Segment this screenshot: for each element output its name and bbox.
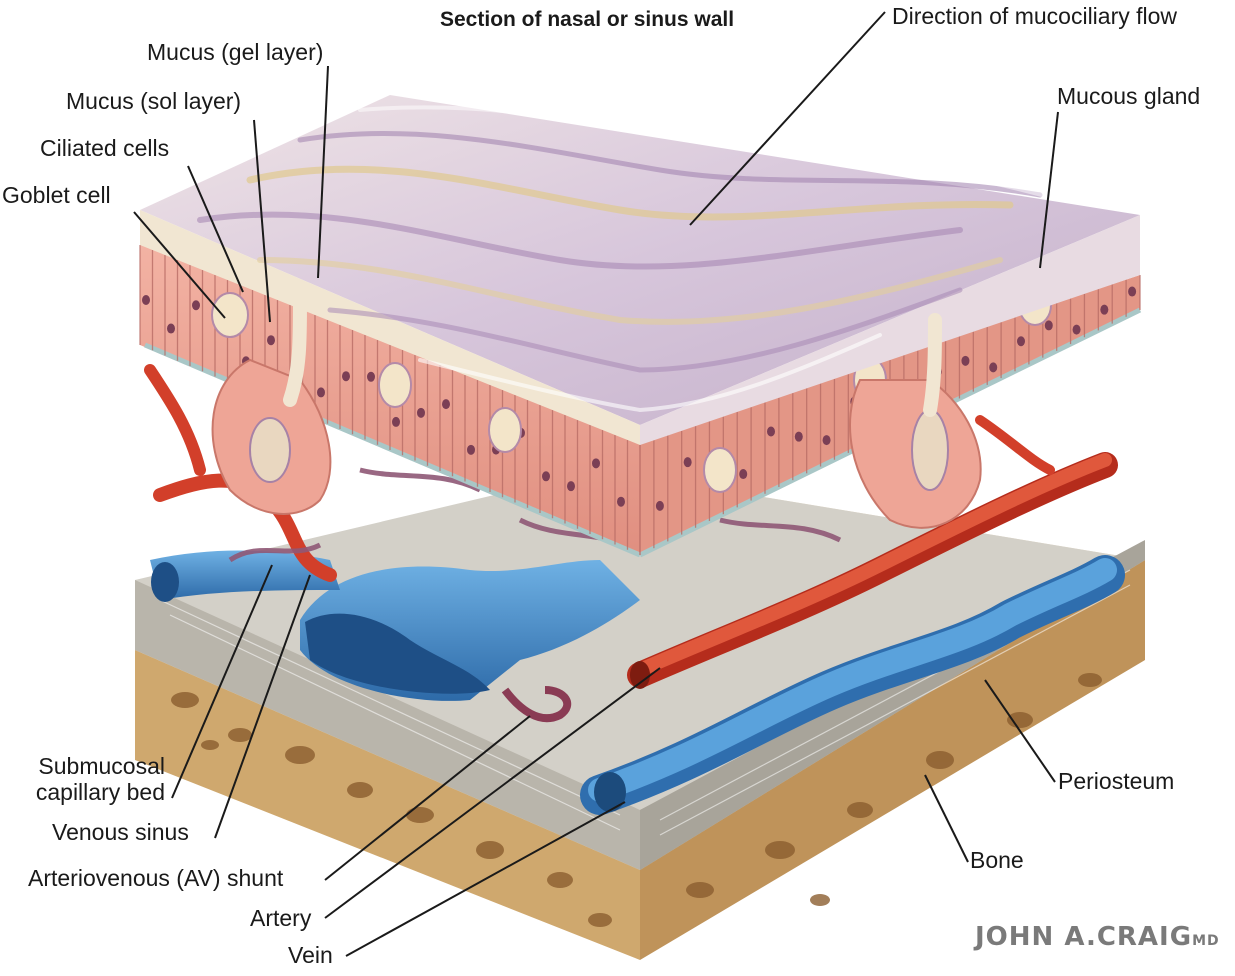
label-av-shunt: Arteriovenous (AV) shunt: [28, 865, 284, 891]
label-submucosal-capillary-bed: Submucosal capillary bed: [10, 753, 165, 806]
cell-nucleus: [317, 387, 325, 398]
label-mucus-sol-layer: Mucus (sol layer): [66, 88, 242, 114]
cell-nucleus: [739, 469, 748, 480]
label-ciliated-cells: Ciliated cells: [40, 135, 170, 161]
mucous-glands: [211, 358, 982, 529]
cell-nucleus: [1017, 336, 1025, 347]
cell-nucleus: [1128, 286, 1137, 297]
cell-nucleus: [961, 355, 970, 366]
cell-nucleus: [442, 399, 450, 410]
cell-nucleus: [392, 416, 400, 427]
cell-nucleus: [1044, 320, 1053, 331]
cell-nucleus: [617, 496, 625, 507]
cell-nucleus: [267, 335, 275, 346]
cell-nucleus: [142, 295, 150, 305]
cell-nucleus: [417, 407, 425, 418]
label-venous-sinus: Venous sinus: [52, 819, 189, 845]
cell-nucleus: [822, 435, 831, 446]
cell-nucleus: [655, 500, 664, 511]
cell-nucleus: [342, 371, 350, 382]
label-bone: Bone: [970, 847, 1024, 873]
cell-nucleus: [1100, 304, 1109, 315]
label-artery: Artery: [250, 905, 312, 931]
label-periosteum: Periosteum: [1058, 768, 1175, 794]
artist-signature: JOHN A.CRAIGMD: [975, 922, 1220, 952]
label-mucociliary-flow: Direction of mucociliary flow: [892, 3, 1178, 29]
cell-nucleus: [989, 362, 998, 373]
label-mucus-gel-layer: Mucus (gel layer): [147, 39, 324, 65]
cell-nucleus: [592, 458, 600, 469]
cell-nucleus: [192, 300, 200, 311]
label-mucous-gland: Mucous gland: [1057, 83, 1201, 109]
cell-nucleus: [683, 457, 692, 468]
submucosal-vessels: [144, 364, 1125, 815]
cell-nucleus: [542, 471, 550, 482]
mucus-layer: [140, 95, 1140, 445]
cell-nucleus: [1072, 324, 1081, 335]
cell-nucleus: [167, 323, 175, 334]
label-vein: Vein: [288, 942, 333, 968]
cell-nucleus: [767, 426, 775, 437]
label-capillary-line1: Submucosal: [38, 753, 165, 779]
label-capillary-line2: capillary bed: [35, 778, 165, 805]
cell-nucleus: [467, 444, 475, 455]
cell-nucleus: [567, 481, 575, 492]
signature-suffix: MD: [1192, 933, 1220, 949]
diagram-title: Section of nasal or sinus wall: [440, 8, 735, 31]
leader-lines: [133, 11, 1059, 957]
label-goblet-cell: Goblet cell: [2, 182, 111, 208]
cell-nucleus: [794, 431, 803, 442]
signature-name: JOHN A.CRAIG: [975, 922, 1193, 952]
cell-nucleus: [367, 371, 375, 382]
